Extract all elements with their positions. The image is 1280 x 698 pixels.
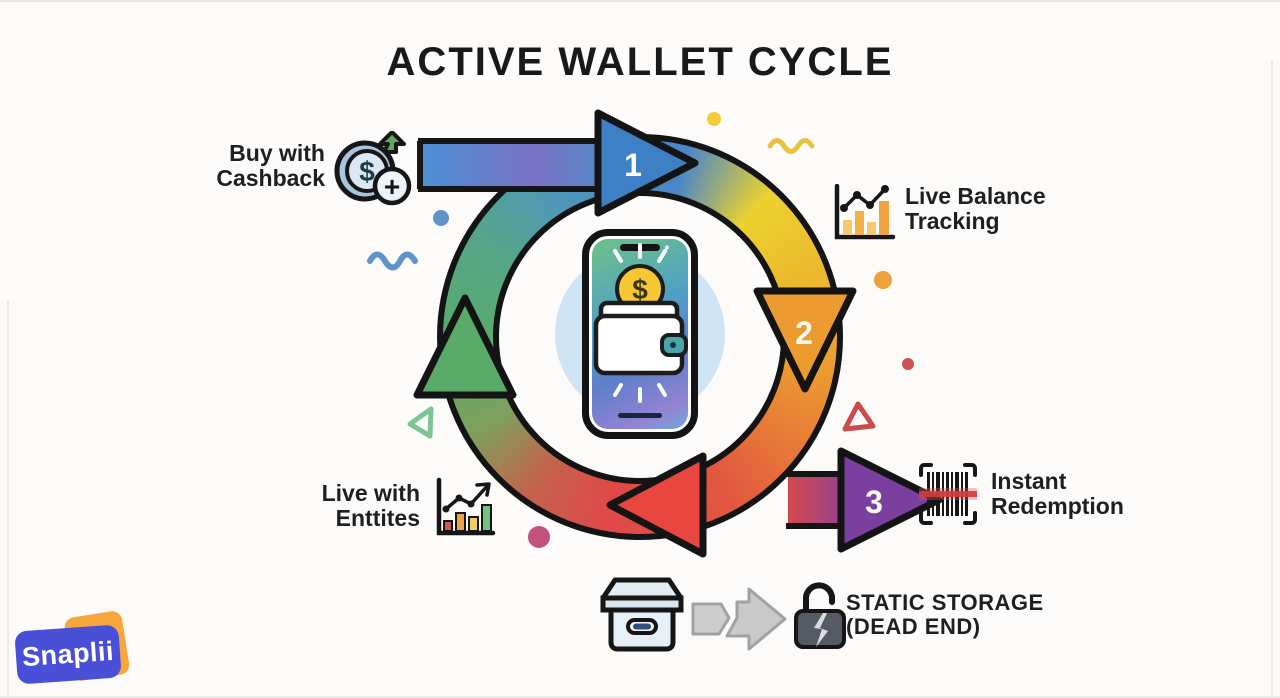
decor-dot-magenta [528,526,550,548]
growth-chart-icon [436,477,496,536]
label-instant-redemption: Instant Redemption [991,468,1191,520]
bar [481,504,492,532]
exit-band [786,471,854,529]
trend-arrowhead [475,482,491,497]
logo-blue-card: Snaplii [14,624,122,685]
label-line: (DEAD END) [846,614,981,640]
broken-arrow-head [725,587,787,651]
bar [843,220,852,235]
label-line: Buy with [229,140,325,166]
trend-dot [455,494,463,502]
trend-dot [467,500,475,508]
label-line: Live with [321,480,420,506]
box-handle-slot [633,623,651,630]
bar-chart-line-icon [834,184,896,240]
trend-dot [881,185,889,193]
trend-dot [442,505,450,513]
broken-arrow-tail [691,602,731,636]
logo-text: Snaplii [21,635,115,673]
trend-line [842,187,887,210]
padlock-crack [814,613,828,647]
label-line: Tracking [905,208,1000,235]
decor-dot-red [902,358,914,370]
chart-axes [436,477,496,536]
label-live-balance-tracking: Live Balance Tracking [905,183,1105,235]
plus-glyph: + [384,171,400,202]
storage-box-icon [600,577,684,652]
edge-line [0,696,1280,698]
broken-arrow-icon [691,587,787,651]
bar [468,516,479,532]
snaplii-logo: Snaplii [10,606,160,692]
plus-circle [372,166,412,206]
coin-cashback-icon: $ + [334,131,412,206]
decor-dot-orange [874,271,892,289]
decor-squiggle-blue [367,251,418,271]
label-static-storage: STATIC STORAGE (DEAD END) [846,590,1106,640]
trend-dot [853,191,861,199]
decor-dot-blue [433,210,449,226]
phone-camera-dot [665,245,669,250]
wallet-illustration: $ [593,243,688,418]
padlock-shackle [802,582,835,614]
label-line: Instant [991,468,1067,494]
trend-dot [866,201,874,209]
scan-brackets [919,463,977,525]
label-line: Cashback [216,165,325,192]
edge-line [0,0,1280,2]
scan-line [919,491,977,497]
sparkle-rays-bottom [613,383,667,403]
broken-padlock-icon [794,582,846,649]
label-buy-with-cashback: Buy with Cashback [145,140,325,192]
bar [867,222,876,235]
trend-line [444,482,491,511]
chart-axes [834,184,896,240]
bar [443,520,453,532]
bar [855,211,864,235]
coin-dollar-glyph: $ [632,274,648,305]
step-3-number: 3 [865,484,883,520]
decor-dot-yellow [707,112,721,126]
decor-triangle-green [407,406,434,439]
label-line: STATIC STORAGE [846,590,1044,615]
edge-line [7,300,9,698]
label-line: Redemption [991,493,1124,520]
phone-home-bar [618,413,662,418]
padlock-body [794,609,846,649]
label-line: Live Balance [905,183,1046,209]
page-title: ACTIVE WALLET CYCLE [386,40,894,84]
trend-dot [840,204,848,212]
decor-squiggle-yellow [767,138,815,154]
label-line: Enttites [335,505,420,532]
bar [455,512,466,532]
bar [879,201,889,235]
barcode-scan-icon [919,463,977,525]
label-live-with-enttites: Live with Enttites [240,480,420,532]
wallet-clasp-dot [670,342,676,348]
box-lid-top [600,577,684,601]
decor-triangle-red [842,401,876,432]
edge-line [1271,60,1273,698]
coin-dollar-glyph: $ [359,156,375,187]
sparkle-rays-top [613,243,667,263]
